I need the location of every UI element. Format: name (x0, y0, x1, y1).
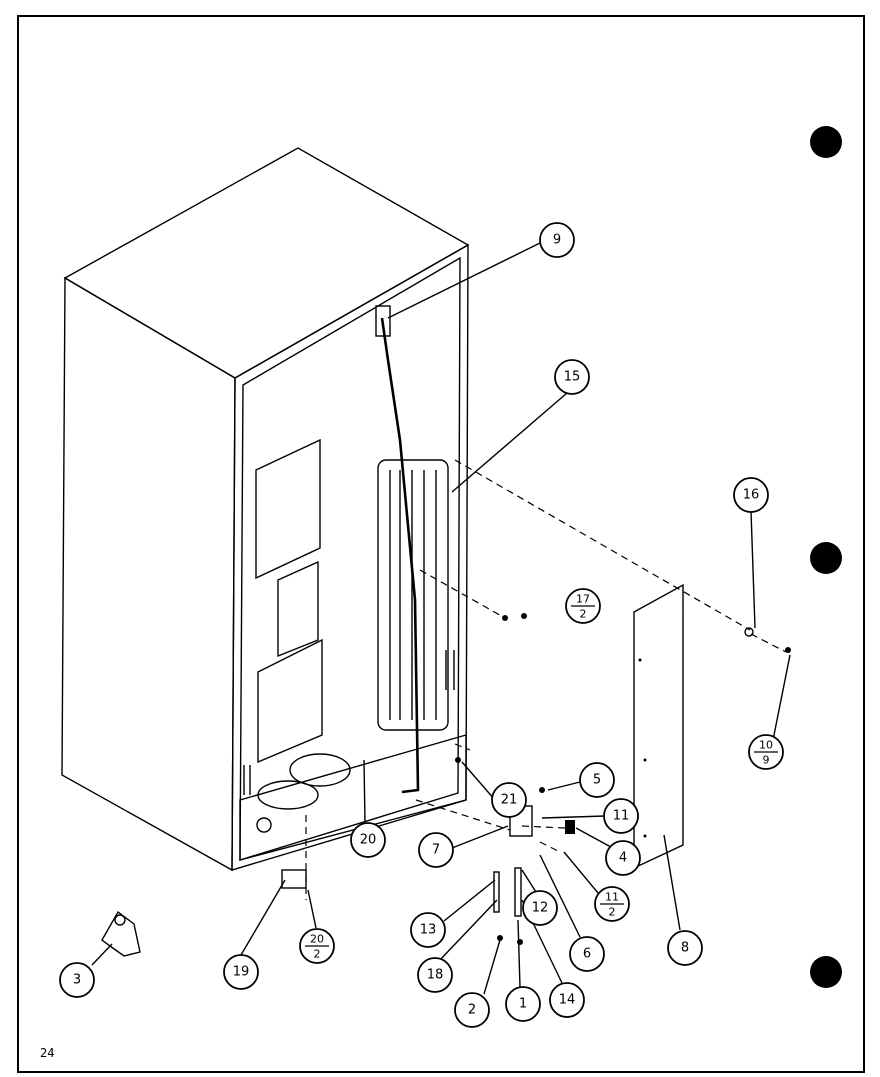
small-parts (101, 613, 791, 957)
svg-text:2: 2 (580, 608, 587, 621)
binder-hole-top (810, 126, 842, 158)
callout-16: 16 (733, 477, 769, 513)
callout-21: 21 (491, 782, 527, 818)
svg-text:8: 8 (681, 941, 689, 956)
svg-text:9: 9 (553, 233, 561, 248)
refrigerator-cabinet (61, 147, 470, 872)
callout-12: 12 (522, 890, 558, 926)
svg-text:21: 21 (501, 793, 518, 808)
callout-9: 9 (539, 222, 575, 258)
page-number: 24 (40, 1046, 55, 1060)
svg-text:7: 7 (432, 843, 440, 858)
callout-3: 3 (59, 962, 95, 998)
svg-text:11: 11 (605, 891, 619, 904)
svg-text:4: 4 (619, 851, 627, 866)
svg-text:19: 19 (233, 965, 250, 980)
callout-15: 15 (554, 359, 590, 395)
callout-18: 18 (417, 957, 453, 993)
callout-10-over-9: 10 9 (748, 734, 784, 770)
svg-text:1: 1 (519, 997, 527, 1012)
callout-19: 19 (223, 954, 259, 990)
svg-text:12: 12 (532, 901, 549, 916)
callout-13: 13 (410, 912, 446, 948)
svg-text:2: 2 (609, 906, 616, 919)
page-frame (17, 15, 865, 1073)
callout-8: 8 (667, 930, 703, 966)
svg-text:15: 15 (564, 370, 581, 385)
svg-text:20: 20 (310, 933, 324, 946)
svg-text:10: 10 (759, 739, 773, 752)
callout-11-over-2: 11 2 (594, 886, 630, 922)
callout-2: 2 (454, 992, 490, 1028)
svg-text:2: 2 (468, 1003, 476, 1018)
callout-5: 5 (579, 762, 615, 798)
svg-text:17: 17 (576, 593, 590, 606)
binder-hole-middle (810, 542, 842, 574)
svg-text:6: 6 (583, 947, 591, 962)
svg-text:18: 18 (427, 968, 444, 983)
svg-text:11: 11 (613, 809, 630, 824)
callout-17-over-2: 17 2 (565, 588, 601, 624)
svg-text:14: 14 (559, 993, 576, 1008)
binder-hole-bottom (810, 956, 842, 988)
svg-text:16: 16 (743, 488, 760, 503)
svg-text:20: 20 (360, 833, 377, 848)
callout-1: 1 (505, 986, 541, 1022)
callout-20: 20 (350, 822, 386, 858)
leader-lines (91, 242, 791, 995)
callout-14: 14 (549, 982, 585, 1018)
callout-7: 7 (418, 832, 454, 868)
svg-text:13: 13 (420, 923, 437, 938)
dashed-guide-lines (305, 459, 787, 900)
callout-4: 4 (605, 840, 641, 876)
callout-6: 6 (569, 936, 605, 972)
svg-text:2: 2 (314, 948, 321, 961)
svg-text:9: 9 (763, 754, 770, 767)
callout-20-over-2: 20 2 (299, 928, 335, 964)
svg-text:3: 3 (73, 973, 81, 988)
side-panel (633, 583, 684, 870)
svg-text:5: 5 (593, 773, 601, 788)
callout-11: 11 (603, 798, 639, 834)
